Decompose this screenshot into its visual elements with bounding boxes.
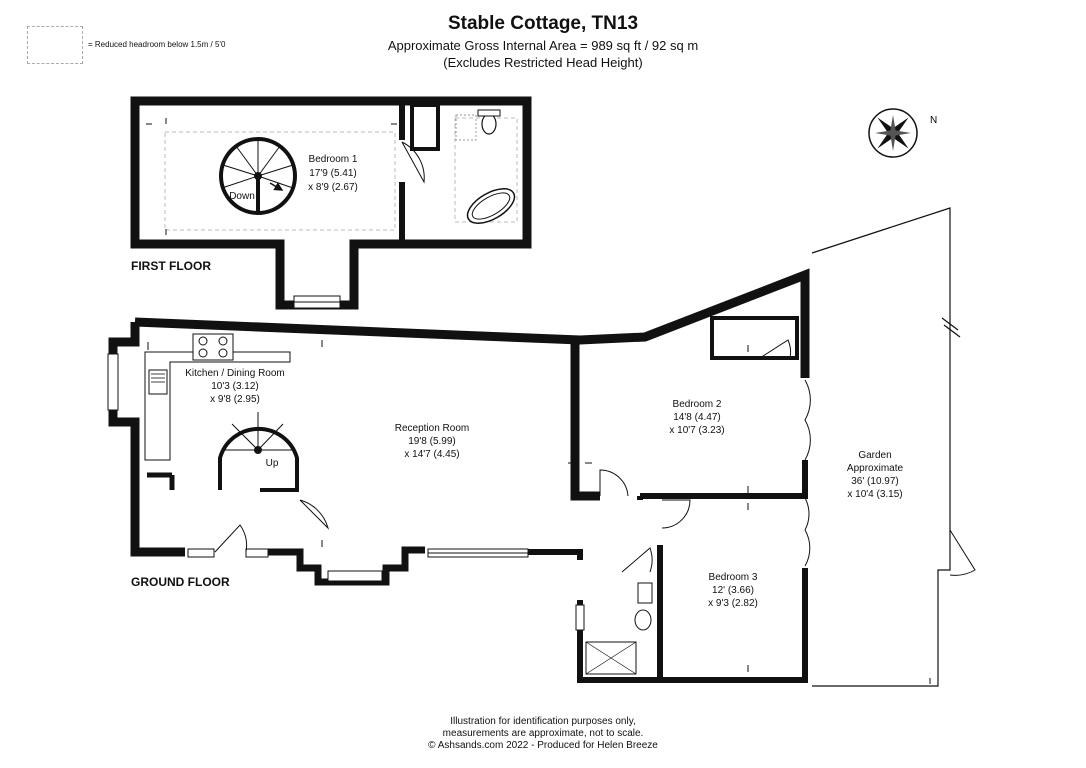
door	[621, 547, 653, 573]
reception-dim2: x 14'7 (4.45)	[404, 449, 459, 460]
cupboard	[410, 103, 440, 151]
door	[401, 141, 425, 184]
wc-icon	[481, 113, 497, 135]
door	[214, 524, 248, 553]
ground-floor-plan: GROUND FLOOR Kitchen / Dining Room 10'3 …	[107, 207, 976, 687]
copyright: © Ashsands.com 2022 - Produced for Helen…	[428, 740, 658, 751]
bedroom2-dim2: x 10'7 (3.23)	[669, 425, 724, 436]
kitchen-dim2: x 9'8 (2.95)	[210, 394, 260, 405]
compass-north: N	[930, 115, 937, 126]
door	[299, 499, 329, 530]
first-floor-plan: FIRST FLOOR Bedroom 1 17'9 (5.41) x 8'9 …	[130, 96, 532, 310]
disclaimer-line2: measurements are approximate, not to sca…	[442, 728, 644, 739]
window	[575, 604, 585, 631]
gross-area: Approximate Gross Internal Area = 989 sq…	[387, 38, 699, 53]
bedroom1-dim2: x 8'9 (2.67)	[308, 182, 358, 193]
garden-dim2: x 10'4 (3.15)	[847, 489, 902, 500]
wardrobe	[710, 316, 799, 360]
bedroom1-dim1: 17'9 (5.41)	[309, 168, 357, 179]
first-floor-label: FIRST FLOOR	[131, 259, 211, 273]
french-doors	[804, 529, 811, 567]
kitchen-name: Kitchen / Dining Room	[185, 368, 285, 379]
legend-swatch	[27, 26, 83, 64]
bedroom3-dim1: 12' (3.66)	[712, 585, 754, 596]
area-note: (Excludes Restricted Head Height)	[443, 55, 643, 70]
garden-name: Garden	[858, 450, 891, 461]
french-doors	[804, 379, 811, 461]
bedroom3-name: Bedroom 3	[709, 572, 758, 583]
stair-up-label: Up	[266, 458, 279, 469]
compass: N	[868, 108, 937, 158]
garden-boundary	[811, 207, 951, 687]
door	[661, 499, 691, 529]
wc-icon	[634, 609, 652, 631]
garden-sub: Approximate	[847, 463, 904, 474]
window	[327, 570, 383, 582]
window	[187, 548, 215, 558]
reception-dim1: 19'8 (5.99)	[408, 436, 456, 447]
reception-name: Reception Room	[395, 423, 469, 434]
reduced-headroom-area	[164, 131, 396, 231]
window	[245, 548, 269, 558]
door	[599, 469, 629, 497]
spiral-stair	[218, 426, 299, 492]
shower-icon	[455, 114, 477, 141]
disclaimer-line1: Illustration for identification purposes…	[450, 716, 636, 727]
garden-gate	[949, 529, 976, 576]
hob-icon	[192, 333, 234, 361]
kitchen-dim1: 10'3 (3.12)	[211, 381, 259, 392]
legend-text: = Reduced headroom below 1.5m / 5'0	[88, 40, 226, 49]
window	[107, 353, 119, 411]
door	[759, 339, 792, 359]
bedroom2-name: Bedroom 2	[673, 399, 722, 410]
plan-title: Stable Cottage, TN13	[447, 13, 639, 34]
bedroom3-dim2: x 9'3 (2.82)	[708, 598, 758, 609]
basin-icon	[637, 582, 653, 604]
bath-icon	[466, 188, 516, 224]
stair-down-label: Down	[229, 191, 255, 202]
garden-dim1: 36' (10.97)	[851, 476, 899, 487]
bedroom1-name: Bedroom 1	[309, 154, 358, 165]
ground-floor-label: GROUND FLOOR	[131, 575, 230, 589]
first-floor-walls	[130, 96, 532, 310]
kitchen-counter	[144, 351, 291, 461]
bedroom2-dim1: 14'8 (4.47)	[673, 412, 721, 423]
